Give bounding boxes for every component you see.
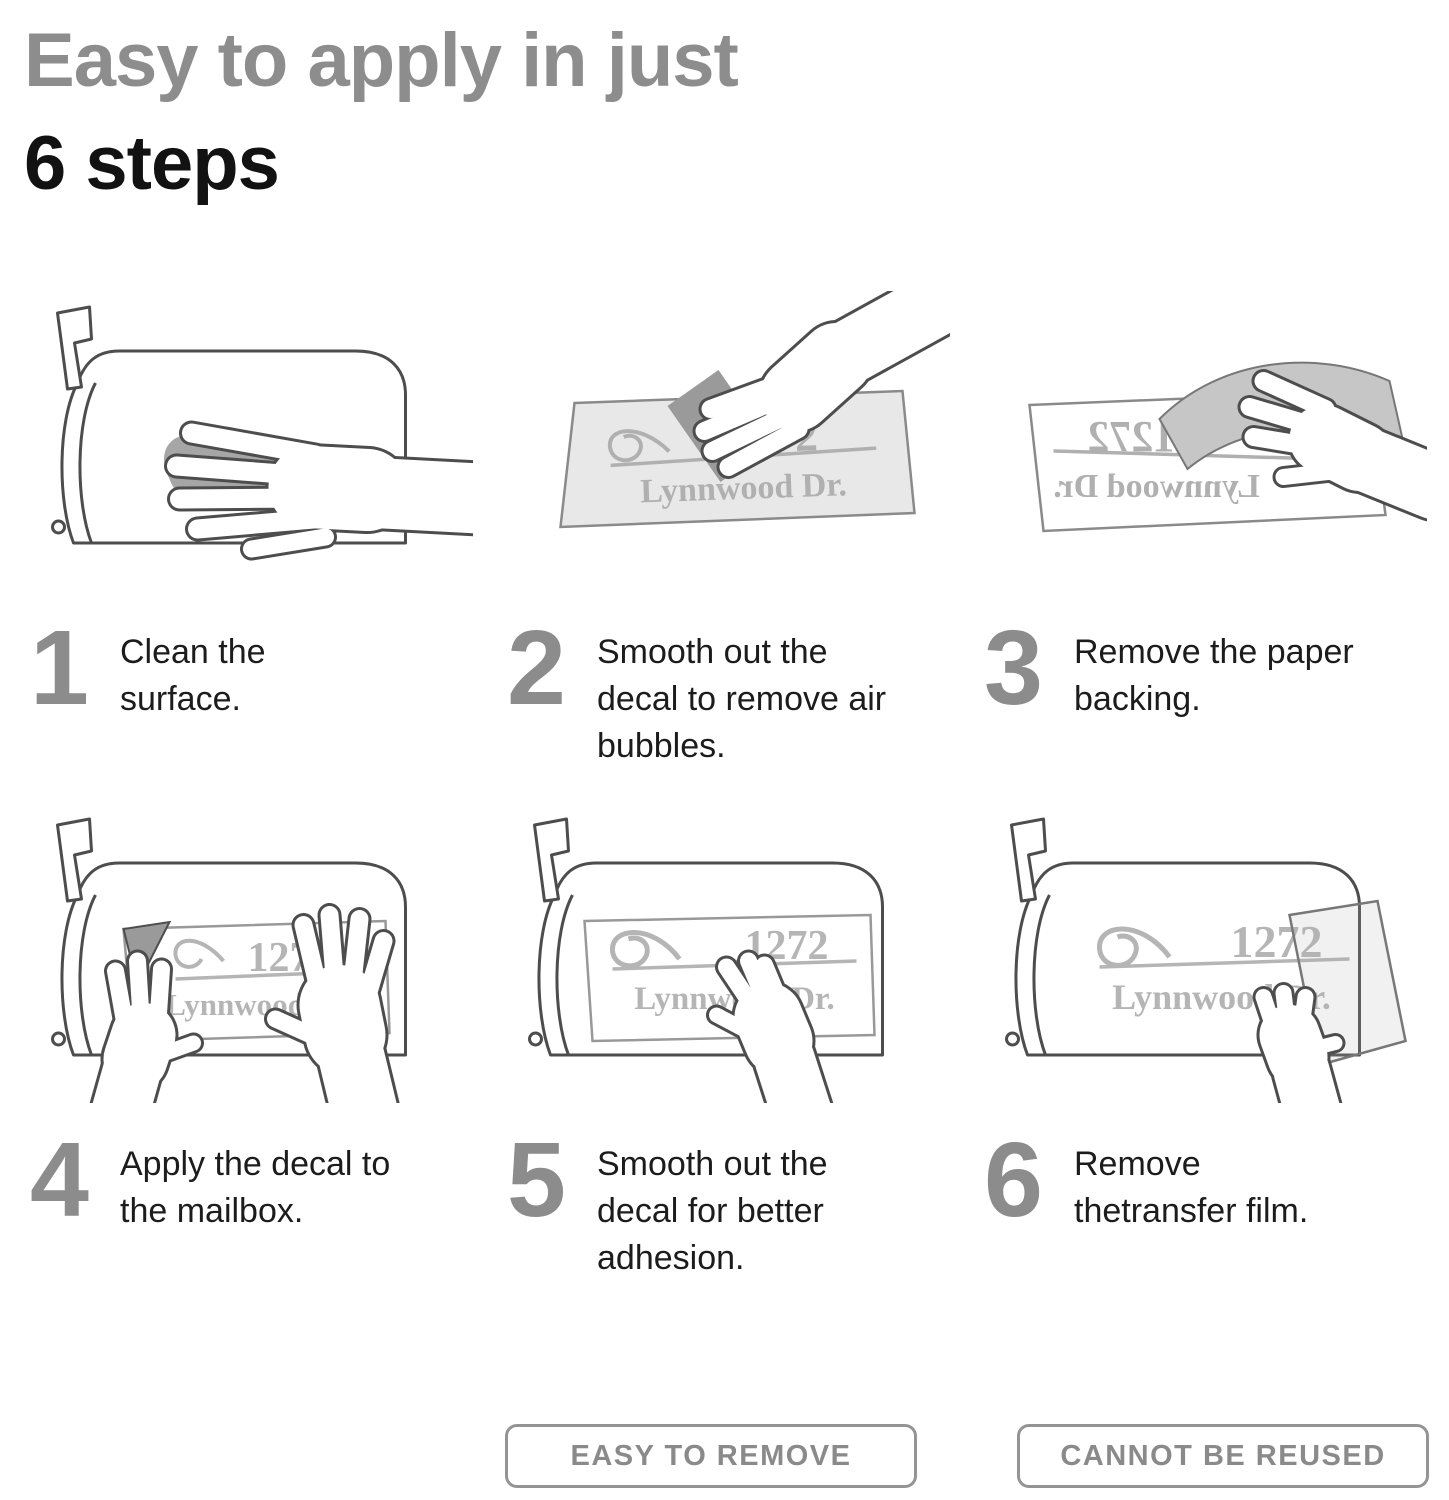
flourish-icon [610,930,682,969]
step-2: 1272 Lynnwood Dr. 2 Smooth [499,291,950,803]
hand-icon [164,420,473,561]
step-text: Clean the surface. [120,633,266,719]
page-title: Easy to apply in just 6 steps [24,10,1449,215]
badge-easy-to-remove: EASY TO REMOVE [505,1424,917,1488]
step-text: Smooth out the decal to remove air bubbl… [597,633,887,765]
header: Easy to apply in just 6 steps [0,0,1449,215]
peel-paper-backing-illustration: 1272 Lynnwood Dr. [976,291,1427,591]
decal-number-text: 1272 [1231,916,1323,967]
apply-decal-illustration: 1272 Lynnwood Dr. [22,803,473,1104]
step-caption: 6 Remove thetransfer film. [976,1103,1427,1315]
step-text: Remove the paper backing. [1074,633,1354,719]
step-number: 3 [984,609,1043,728]
flourish-icon [173,938,226,969]
hand-icon [1252,982,1346,1104]
decal-street-text-mirrored: Lynnwood Dr. [1053,468,1260,505]
left-hand-icon [89,949,204,1104]
mailbox-wipe-illustration [22,291,473,591]
step-text: Remove thetransfer film. [1074,1145,1309,1231]
hand-icon [692,291,950,480]
step-number: 4 [30,1121,89,1240]
step-caption: 4 Apply the decal to the mailbox. [22,1103,473,1315]
step-1: 1 Clean the surface. [22,291,473,803]
flourish-icon [608,429,671,463]
step-caption: 5 Smooth out the decal for better adhesi… [499,1103,950,1315]
right-hand-icon [264,903,400,1104]
step-caption: 2 Smooth out the decal to remove air bub… [499,591,950,803]
title-line-1: Easy to apply in just [24,18,739,103]
step-text: Apply the decal to the mailbox. [120,1145,391,1231]
step-5: 1272 Lynnwood Dr. 5 Smooth [499,803,950,1315]
step-3: 1272 Lynnwood Dr. 3 Remove [976,291,1427,803]
mirrored-decal-design: 1272 Lynnwood Dr. [1053,412,1324,505]
step-text: Smooth out the decal for better adhesion… [597,1145,828,1277]
badges-row: EASY TO REMOVE CANNOT BE REUSED [0,1424,1449,1500]
step-number: 5 [507,1121,566,1240]
smooth-decal-illustration: 1272 Lynnwood Dr. [499,803,950,1104]
badge-cannot-be-reused: CANNOT BE REUSED [1017,1424,1429,1488]
decal-squeegee-illustration: 1272 Lynnwood Dr. [499,291,950,591]
decal-street-text: Lynnwood Dr. [640,466,848,510]
step-number: 1 [30,609,89,728]
steps-grid: 1 Clean the surface. 1272 Lynnwood Dr. [0,291,1449,1315]
step-caption: 1 Clean the surface. [22,591,473,803]
title-line-2: 6 steps [24,120,280,206]
hand-icon [706,949,834,1104]
step-4: 1272 Lynnwood Dr. [22,803,473,1315]
step-number: 2 [507,609,566,728]
step-6: 1272 Lynnwood Dr. 6 Remove [976,803,1427,1315]
remove-transfer-film-illustration: 1272 Lynnwood Dr. [976,803,1427,1104]
flourish-icon [1097,926,1172,969]
hand-icon [1237,369,1427,522]
step-caption: 3 Remove the paper backing. [976,591,1427,803]
step-number: 6 [984,1121,1043,1240]
